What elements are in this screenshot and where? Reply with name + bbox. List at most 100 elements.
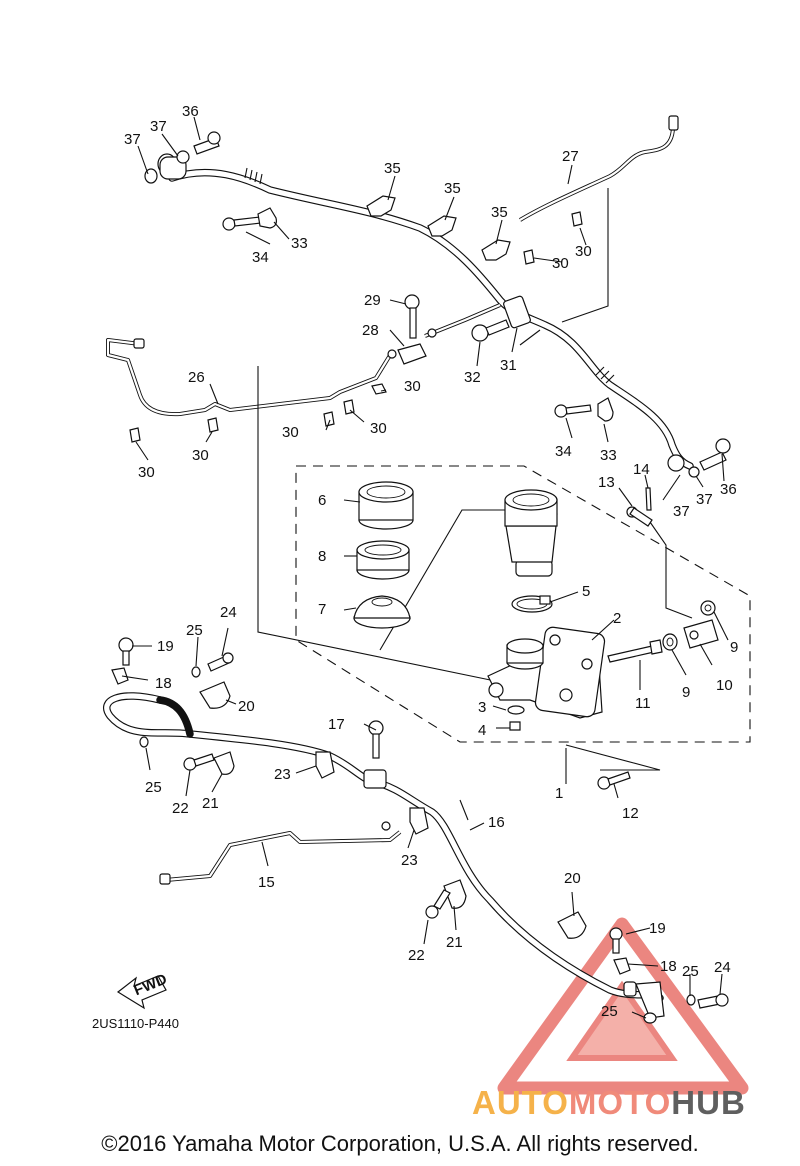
clip-30-b: [523, 249, 535, 265]
clamp-21-upper: [213, 751, 235, 775]
callout-24-lower: 24: [714, 959, 731, 976]
callout-8: 8: [318, 548, 326, 565]
callout-31: 31: [500, 357, 517, 374]
callout-30-g: 30: [138, 464, 155, 481]
clamp-33-left: [257, 207, 277, 229]
callout-34-lower: 34: [555, 443, 572, 460]
callout-21-upper: 21: [202, 795, 219, 812]
push-rod-11: [607, 639, 663, 663]
cotter-pin-14: [645, 487, 652, 511]
callout-37-c: 37: [673, 503, 690, 520]
callout-23-upper: 23: [274, 766, 291, 783]
callout-30-a: 30: [575, 243, 592, 260]
callout-16: 16: [488, 814, 505, 831]
upper-brake-hose: [168, 167, 694, 470]
bracket-28: [397, 343, 427, 365]
diaphragm-7: [353, 595, 411, 629]
leader-line-a: [257, 366, 501, 683]
clip-30-e: [323, 411, 335, 427]
clip-23-lower: [409, 807, 429, 835]
callout-9-lower: 9: [682, 684, 690, 701]
clip-23-upper: [315, 751, 335, 779]
callout-25-left: 25: [145, 779, 162, 796]
washer-25-upper: [191, 666, 201, 678]
brake-pipe-15: [159, 821, 402, 885]
callout-9-upper: 9: [730, 639, 738, 656]
callout-22-upper: 22: [172, 800, 189, 817]
callout-7: 7: [318, 601, 326, 618]
callout-28: 28: [362, 322, 379, 339]
clip-30-a: [571, 211, 583, 227]
bolt-19-lower: [609, 927, 623, 954]
callout-34-upper: 34: [252, 249, 269, 266]
callout-36-lower: 36: [720, 481, 737, 498]
callout-23-lower: 23: [401, 852, 418, 869]
pin-13: [626, 506, 653, 527]
callout-12: 12: [622, 805, 639, 822]
callout-32: 32: [464, 369, 481, 386]
callout-10: 10: [716, 677, 733, 694]
nut-9-lower: [662, 633, 678, 651]
bleeder-4: [509, 721, 521, 731]
master-cylinder-outline: [295, 465, 751, 743]
clamp-33-right: [597, 397, 614, 422]
callout-1: 1: [555, 785, 563, 802]
bolt-32: [471, 319, 510, 342]
callout-36-upper: 36: [182, 103, 199, 120]
bolt-34-left: [222, 216, 262, 231]
callout-30-d: 30: [282, 424, 299, 441]
callout-37-b: 37: [124, 131, 141, 148]
bolt-24-upper: [207, 652, 234, 672]
nut-9-upper: [700, 600, 716, 616]
callout-19-lower: 19: [649, 920, 666, 937]
callout-37-d: 37: [696, 491, 713, 508]
clip-18-lower: [613, 957, 631, 975]
callout-5: 5: [582, 583, 590, 600]
callout-25-upper: 25: [186, 622, 203, 639]
clip-35-b: [427, 215, 457, 237]
callout-20-upper: 20: [238, 698, 255, 715]
bolt-12: [597, 771, 631, 790]
callout-2: 2: [613, 610, 621, 627]
callout-4: 4: [478, 722, 486, 739]
watermark-text-hub: HUB: [671, 1084, 746, 1121]
callout-6: 6: [318, 492, 326, 509]
washer-25-left: [139, 736, 149, 748]
bolt-34-right: [554, 404, 592, 418]
bolt-19-upper: [118, 637, 134, 666]
clip-30-g: [129, 427, 141, 443]
callout-27: 27: [562, 148, 579, 165]
callout-30-b: 30: [552, 255, 569, 272]
callout-21-lower: 21: [446, 934, 463, 951]
banjo-fitting-lower-right: [667, 438, 731, 478]
callout-20-lower: 20: [564, 870, 581, 887]
reservoir-cap-6: [358, 481, 414, 530]
bolt-24-lower: [697, 993, 729, 1009]
callout-30-f: 30: [192, 447, 209, 464]
reservoir: [504, 489, 558, 577]
clip-35-a: [366, 195, 396, 217]
brake-pipe-28-31: [424, 303, 501, 338]
clevis-10: [683, 619, 719, 649]
callout-24-upper: 24: [220, 604, 237, 621]
bolt-17: [368, 720, 384, 759]
watermark-text-auto: AUTO: [472, 1084, 569, 1121]
callout-26: 26: [188, 369, 205, 386]
callout-35-b: 35: [444, 180, 461, 197]
callout-11: 11: [635, 695, 651, 712]
fwd-arrow-icon: FWD: [116, 971, 170, 1010]
callout-33-upper: 33: [291, 235, 308, 252]
hose-clamp-5: [511, 595, 553, 613]
bolt-22-lower: [425, 889, 451, 919]
callout-13: 13: [598, 474, 615, 491]
brake-pipe-26: [106, 338, 397, 417]
callout-18-upper: 18: [155, 675, 172, 692]
callout-14: 14: [633, 461, 650, 478]
bolt-29: [404, 294, 420, 339]
callout-30-e: 30: [370, 420, 387, 437]
callout-leaders: [121, 116, 729, 1019]
clip-30-c: [371, 383, 387, 395]
clamp-21-lower: [443, 879, 467, 909]
banjo-fitting-upper-left: [144, 131, 221, 184]
